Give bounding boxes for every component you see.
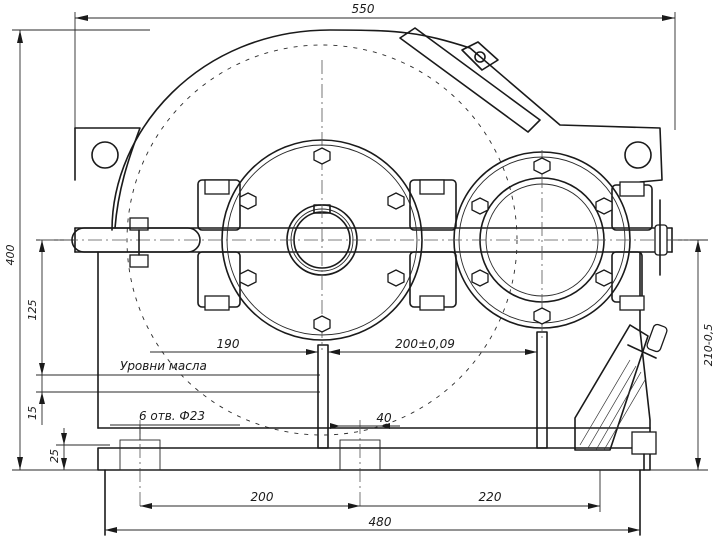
oil-level-text: Уровни масла <box>120 359 207 373</box>
dim-125-label: 125 <box>26 300 39 321</box>
dim-25-label: 25 <box>48 449 61 463</box>
dim-480-label: 480 <box>369 515 392 529</box>
dimension-overall-width: 550 <box>74 2 676 130</box>
dim-220-label: 220 <box>479 490 502 504</box>
cover-bolts <box>239 147 613 333</box>
dim-190-label: 190 <box>217 337 240 351</box>
dim-400-label: 400 <box>4 245 17 266</box>
dimension-base-right: 220 <box>360 470 601 512</box>
flange-bolts <box>71 179 668 311</box>
dimension-base-total: 480 <box>105 515 640 533</box>
oil-level-label: Уровни масла <box>120 359 207 373</box>
dimension-190: 190 <box>150 337 318 355</box>
dimension-center-distance: 200±0,09 <box>328 337 537 355</box>
dim-200-center-label: 200±0,09 <box>395 337 455 351</box>
centre-lines <box>40 60 690 350</box>
dimension-base-left: 200 <box>140 490 360 509</box>
holes-label: 6 отв. Ф23 <box>139 409 205 423</box>
dimension-holes: 6 отв. Ф23 <box>110 409 240 440</box>
dimension-40: 40 <box>330 411 400 429</box>
dim-40-label: 40 <box>376 411 392 425</box>
dim-210-label: 210-0,5 <box>702 324 715 366</box>
dim-200-base-label: 200 <box>251 490 274 504</box>
dimension-left-verticals: 400 125 15 25 <box>4 29 320 471</box>
oil-gauge <box>574 323 668 471</box>
dim-15-label: 15 <box>26 406 39 420</box>
dim-550-label: 550 <box>352 2 375 16</box>
dimension-right-vertical: 210-0,5 <box>650 239 715 471</box>
gearbox-housing <box>74 27 673 536</box>
